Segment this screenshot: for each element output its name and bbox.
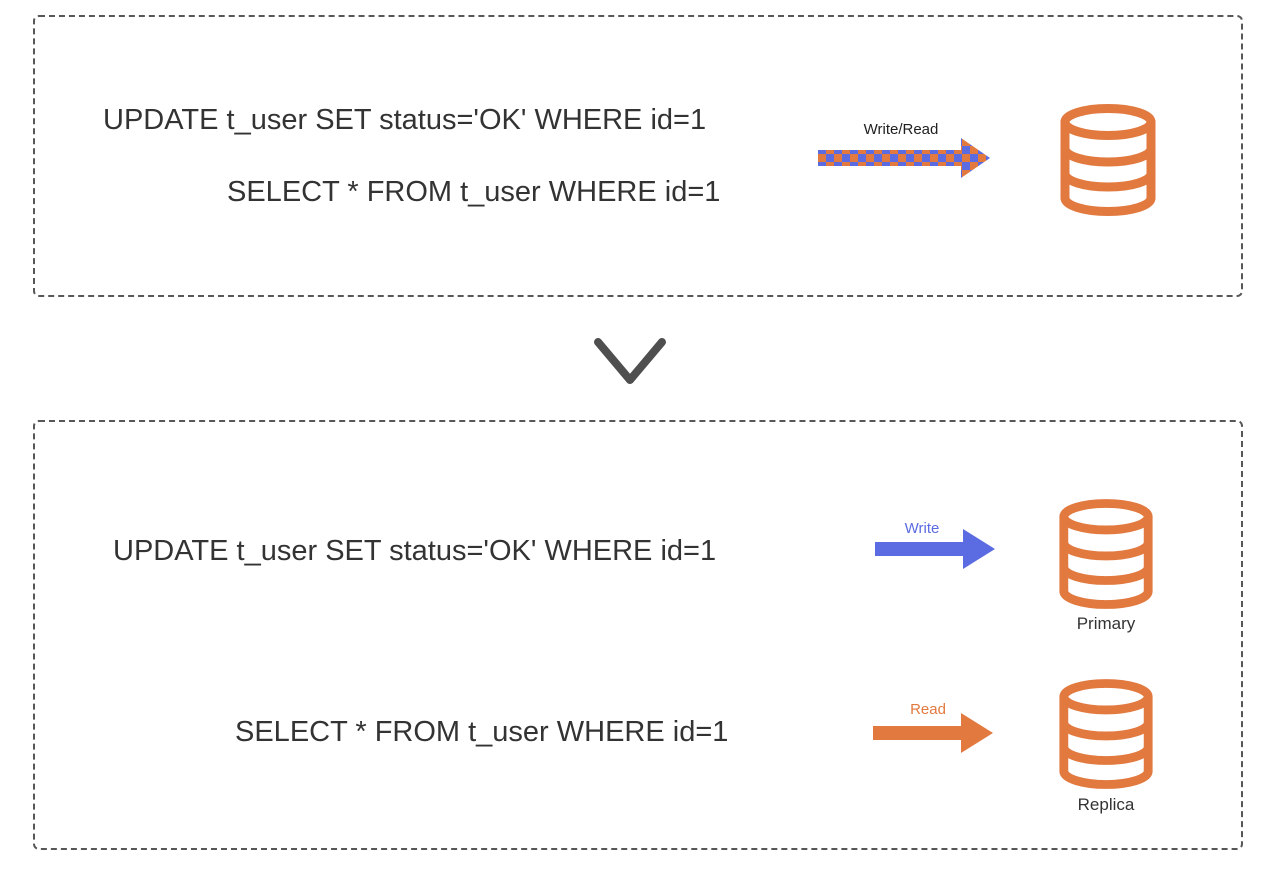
replica-database-icon	[1055, 678, 1157, 790]
before-box	[33, 15, 1243, 297]
read-arrow-label: Read	[910, 701, 946, 718]
after-update-sql: UPDATE t_user SET status='OK' WHERE id=1	[113, 535, 717, 567]
write-arrow-icon	[875, 529, 995, 569]
read-arrow-icon	[873, 713, 993, 753]
before-select-sql: SELECT * FROM t_user WHERE id=1	[227, 176, 721, 208]
write-arrow-label: Write	[904, 520, 940, 537]
write-read-arrow-icon	[818, 138, 990, 178]
primary-database-icon	[1055, 498, 1157, 610]
database-icon	[1056, 103, 1160, 217]
primary-database-label: Primary	[1076, 614, 1136, 633]
replica-database-label: Replica	[1077, 795, 1135, 814]
before-update-sql: UPDATE t_user SET status='OK' WHERE id=1	[103, 104, 707, 136]
after-select-sql: SELECT * FROM t_user WHERE id=1	[235, 716, 729, 748]
chevron-down-icon	[594, 338, 666, 384]
after-box	[33, 420, 1243, 850]
write-read-arrow-label: Write/Read	[863, 121, 939, 138]
